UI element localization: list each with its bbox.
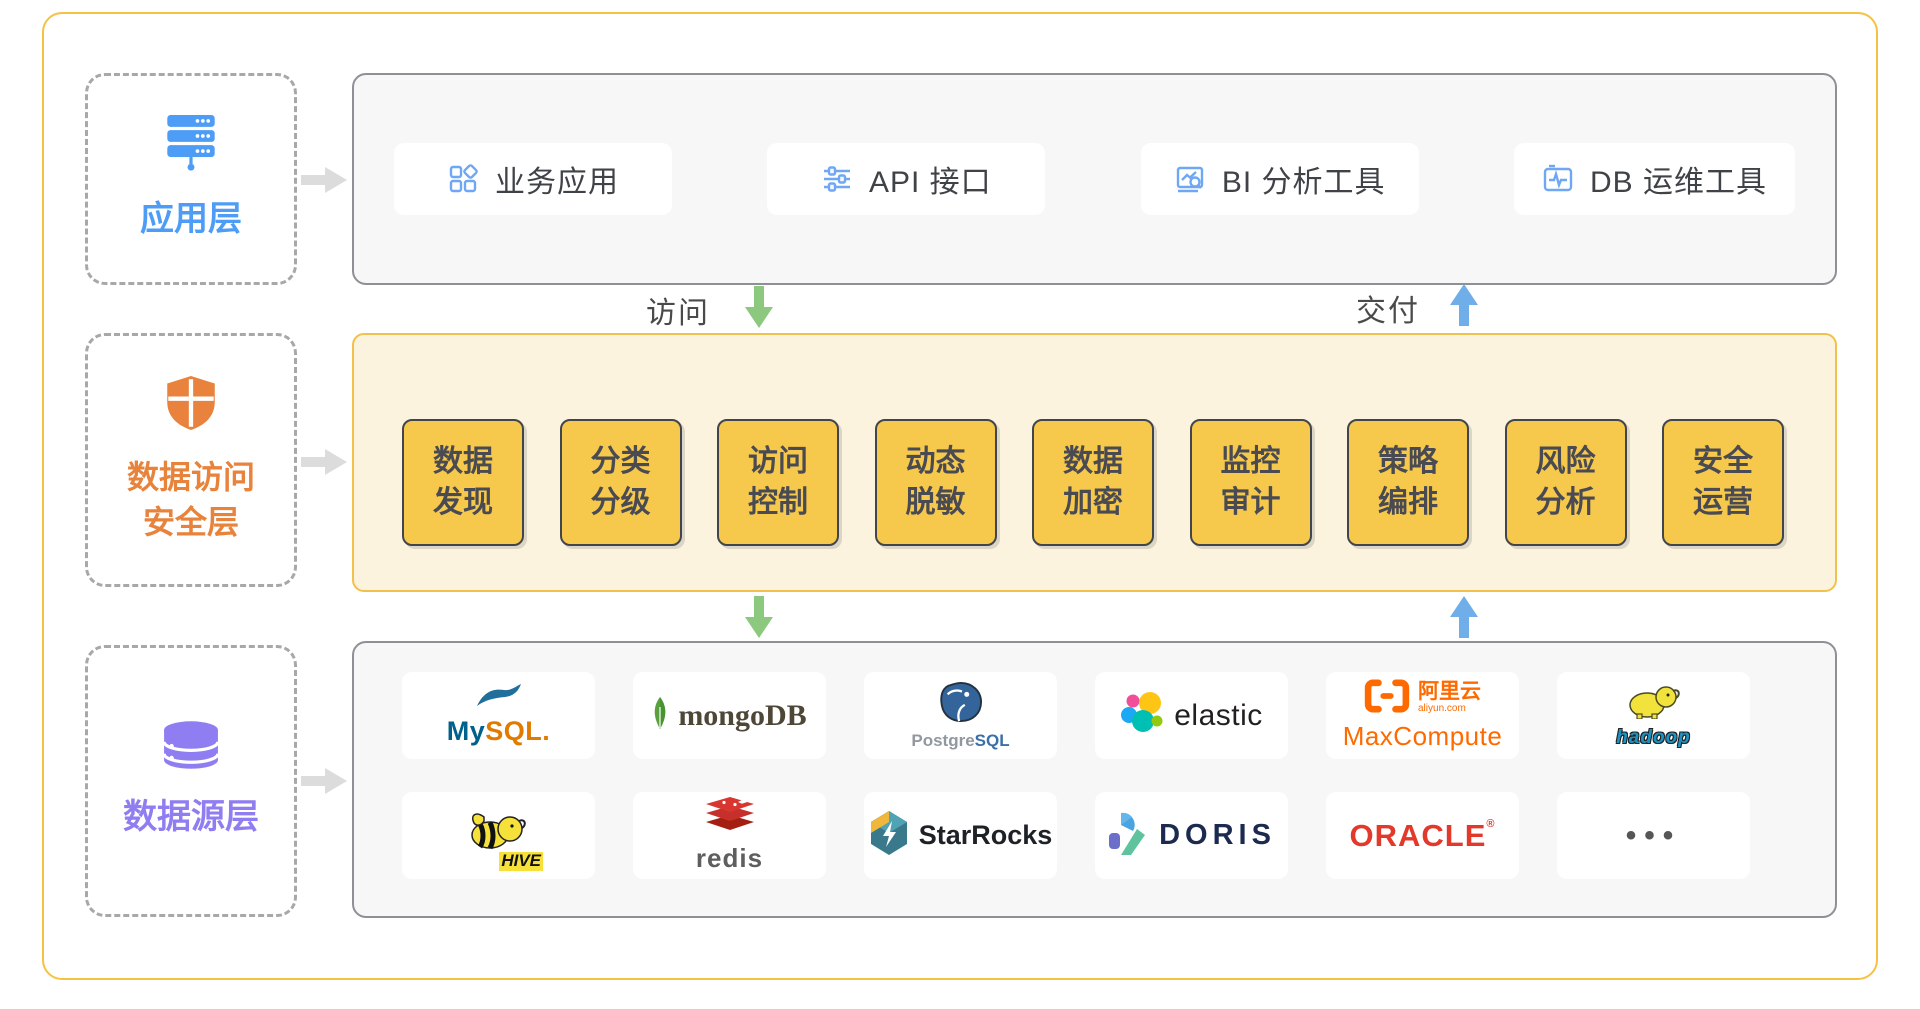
module-line: 运营 (1693, 485, 1753, 519)
access-down-arrow-icon (745, 596, 773, 638)
logo-card-starrocks: StarRocks (864, 792, 1057, 879)
module-line: 监控 (1220, 445, 1281, 478)
redis-wordmark: redis (695, 843, 764, 873)
mongodb-leaf-icon (652, 697, 668, 734)
doris-wordmark: DORIS (1159, 819, 1276, 851)
connector-arrow-icon (301, 766, 347, 796)
module-line: 分级 (590, 485, 651, 519)
security-module-access-control: 访问 控制 (717, 419, 839, 546)
layer-label-security: 数据访问 安全层 (127, 455, 255, 545)
aliyun-brand-text: 阿里云 (1418, 680, 1481, 703)
hive-bee-icon (468, 807, 530, 864)
logo-card-doris: DORIS (1095, 792, 1288, 879)
more-sources-ellipsis: ••• (1625, 818, 1682, 852)
module-line: 脱敏 (905, 485, 966, 519)
postgresql-wordmark: PostgreSQL (911, 730, 1010, 750)
module-line: 访问 (748, 445, 808, 478)
maxcompute-wordmark: MaxCompute (1342, 721, 1503, 751)
elastic-cluster-icon (1120, 691, 1164, 740)
access-down-arrow-icon (745, 286, 773, 328)
security-label-line2: 安全层 (142, 503, 239, 540)
deliver-up-arrow-icon (1450, 284, 1478, 326)
logo-card-postgresql: PostgreSQL (864, 672, 1057, 759)
access-flow-label: 访问 (646, 297, 710, 330)
logo-card-oracle: ORACLE® (1326, 792, 1519, 879)
module-line: 策略 (1378, 445, 1438, 478)
security-module-classification: 分类 分级 (559, 419, 682, 546)
module-line: 数据 (1063, 445, 1123, 478)
security-label-line1: 数据访问 (126, 458, 255, 495)
layer-tag-datasource: 数据源层 (85, 645, 297, 917)
deliver-flow-label: 交付 (1356, 295, 1420, 328)
app-item-label: BI 分析工具 (1221, 166, 1386, 199)
module-line: 数据 (433, 445, 493, 478)
connector-arrow-icon (301, 165, 347, 195)
app-item-db-ops-tools: DB 运维工具 (1513, 143, 1795, 215)
connector-arrow-icon (301, 447, 347, 477)
app-item-api: API 接口 (767, 143, 1046, 215)
module-line: 发现 (433, 485, 493, 519)
redis-stack-icon (704, 797, 756, 840)
hive-wordmark: HIVE (499, 851, 543, 871)
security-module-security-operations: 安全 运营 (1662, 419, 1784, 546)
logo-card-redis: redis (633, 792, 826, 879)
datasource-layer-panel: MySQL. mongoDB (352, 641, 1837, 918)
sliders-icon (821, 163, 853, 195)
app-item-business-app: 业务应用 (394, 143, 672, 215)
security-module-audit: 监控 审计 (1189, 419, 1312, 546)
app-item-label: 业务应用 (495, 166, 619, 199)
postgresql-elephant-icon (938, 681, 984, 728)
logo-card-maxcompute: 阿里云 aliyun.com MaxCompute (1326, 672, 1519, 759)
module-line: 编排 (1378, 485, 1438, 519)
module-line: 动态 (905, 445, 966, 478)
module-line: 加密 (1063, 485, 1123, 519)
mysql-dolphin-icon (475, 684, 523, 713)
app-grid-icon (447, 163, 479, 195)
security-module-risk-analysis: 风险 分析 (1504, 419, 1627, 546)
security-layer-panel: 数据 发现 分类 分级 访问 控制 动态 脱敏 数据 加密 监控 审计 策略 编… (352, 333, 1837, 592)
security-module-policy-orchestration: 策略 编排 (1347, 419, 1469, 546)
module-line: 安全 (1693, 445, 1753, 478)
module-line: 控制 (748, 485, 808, 519)
elastic-wordmark: elastic (1174, 698, 1263, 732)
bi-chart-icon (1174, 163, 1206, 195)
logo-card-mongodb: mongoDB (633, 672, 826, 759)
shield-icon (167, 375, 215, 435)
starrocks-cube-icon (869, 811, 909, 860)
layer-label-datasource: 数据源层 (123, 797, 259, 836)
module-line: 审计 (1220, 485, 1281, 519)
db-monitor-icon (1542, 163, 1574, 195)
logo-card-hive: HIVE (402, 792, 595, 879)
module-line: 分类 (590, 445, 651, 478)
starrocks-wordmark: StarRocks (918, 820, 1053, 850)
server-stack-icon (165, 114, 217, 176)
outer-frame (42, 12, 1878, 980)
module-line: 分析 (1535, 485, 1596, 519)
database-icon (162, 721, 220, 774)
security-module-encryption: 数据 加密 (1032, 419, 1154, 546)
mysql-wordmark: MySQL. (446, 716, 551, 746)
app-item-label: DB 运维工具 (1589, 166, 1767, 199)
logo-card-hadoop: hadoop (1557, 672, 1750, 759)
logo-card-more: ••• (1557, 792, 1750, 879)
logo-card-elastic: elastic (1095, 672, 1288, 759)
application-layer-panel: 业务应用 API 接口 (352, 73, 1837, 285)
layer-label-application: 应用层 (140, 199, 242, 238)
oracle-wordmark: ORACLE® (1349, 817, 1496, 853)
layer-tag-application: 应用层 (85, 73, 297, 285)
layer-tag-security: 数据访问 安全层 (85, 333, 297, 587)
aliyun-bracket-icon (1364, 679, 1410, 718)
module-line: 风险 (1535, 445, 1596, 478)
deliver-up-arrow-icon (1450, 596, 1478, 638)
security-module-data-discovery: 数据 发现 (402, 419, 524, 546)
mongodb-wordmark: mongoDB (678, 698, 807, 732)
logo-card-mysql: MySQL. (402, 672, 595, 759)
app-item-label: API 接口 (868, 166, 992, 199)
security-module-dynamic-masking: 动态 脱敏 (874, 419, 997, 546)
hadoop-wordmark: hadoop (1616, 726, 1691, 748)
hadoop-elephant-icon (1625, 683, 1683, 724)
aliyun-domain-text: aliyun.com (1418, 703, 1466, 714)
app-item-bi-tools: BI 分析工具 (1140, 143, 1419, 215)
doris-logo-icon (1107, 811, 1146, 860)
